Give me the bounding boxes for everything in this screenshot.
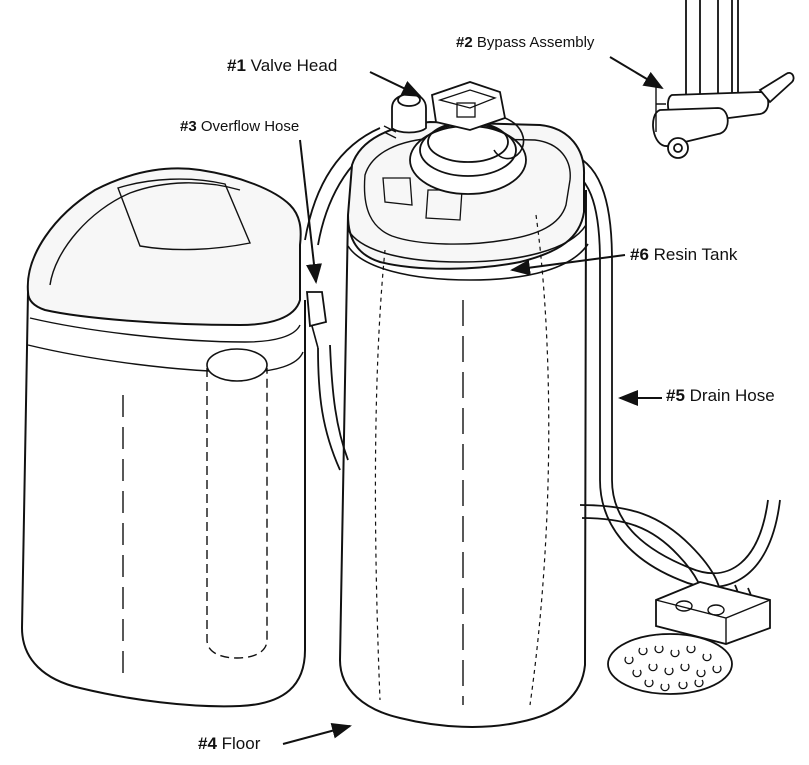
valve-cap xyxy=(391,93,427,134)
floor-drain-grate xyxy=(607,633,733,695)
drain-block xyxy=(655,581,771,645)
bypass-port xyxy=(667,137,689,159)
bypass-assembly xyxy=(652,0,795,159)
valve-head xyxy=(383,81,527,195)
valve-stubs xyxy=(383,125,397,139)
tank-band-1 xyxy=(347,224,587,263)
label-overflow-hose-text: Overflow Hose xyxy=(196,118,300,135)
label-resin-tank: #6 Resin Tank xyxy=(630,245,737,265)
label-floor: #4 Floor xyxy=(198,734,260,754)
cabinet-lid xyxy=(26,167,302,327)
bypass-handle xyxy=(758,72,795,104)
brine-cabinet xyxy=(20,167,327,708)
label-drain-hose-text: Drain Hose xyxy=(684,386,775,405)
label-drain-hose: #5 Drain Hose xyxy=(666,386,775,406)
drain-block-hole-1 xyxy=(675,600,693,612)
brine-well-top xyxy=(206,348,268,382)
cabinet-lid-edge xyxy=(29,317,301,343)
brine-line-outer xyxy=(304,127,381,241)
bypass-pipe-2 xyxy=(717,0,733,104)
cabinet-body xyxy=(20,291,306,708)
tank-body xyxy=(338,189,587,728)
tank-top-recess-left xyxy=(382,177,413,206)
label-floor-text: Floor xyxy=(216,734,261,753)
drain-hose-inner xyxy=(557,164,781,588)
arrow-floor xyxy=(282,722,352,745)
resin-tank xyxy=(338,120,589,728)
label-bypass-assembly: #2 Bypass Assembly xyxy=(456,34,594,51)
drain-block-hole-2 xyxy=(707,604,725,616)
floor-drain-holes xyxy=(624,645,722,692)
bypass-port-inner xyxy=(673,143,683,153)
valve-cable xyxy=(493,117,525,160)
drain-block-edge xyxy=(655,599,771,644)
label-floor-number: #4 xyxy=(198,734,217,753)
label-valve-head-number: #1 xyxy=(227,56,246,75)
bypass-lower-body xyxy=(652,107,729,147)
label-valve-head-text: Valve Head xyxy=(245,56,338,75)
brine-well-body xyxy=(206,368,268,659)
label-bypass-assembly-number: #2 xyxy=(456,34,473,51)
tank-inner-left xyxy=(374,249,386,701)
label-bypass-assembly-text: Bypass Assembly xyxy=(472,34,595,51)
overflow-tube-stub xyxy=(311,325,319,349)
callout-arrows xyxy=(282,56,664,745)
valve-gear xyxy=(456,102,476,118)
cabinet-lid-inner xyxy=(49,182,241,286)
arrow-valve-head xyxy=(369,71,422,97)
cabinet-lid-panel xyxy=(117,178,251,251)
floor-drain-area xyxy=(607,581,771,695)
tank-inner-right xyxy=(529,214,550,706)
label-overflow-hose-number: #3 xyxy=(180,118,197,135)
label-overflow-hose: #3 Overflow Hose xyxy=(180,118,299,135)
drain-hose-outer xyxy=(564,151,769,574)
arrow-resin-tank xyxy=(510,254,626,276)
label-drain-hose-number: #5 xyxy=(666,386,685,405)
label-resin-tank-number: #6 xyxy=(630,245,649,264)
overflow-elbow xyxy=(306,291,327,328)
bypass-bracket xyxy=(655,82,666,132)
valve-motor-face xyxy=(437,89,497,109)
overflow-hose-a xyxy=(317,347,341,471)
arrow-bypass-assembly xyxy=(609,56,664,90)
label-valve-head: #1 Valve Head xyxy=(227,56,337,76)
arrow-overflow-hose xyxy=(299,139,322,284)
label-resin-tank-text: Resin Tank xyxy=(648,245,738,264)
bypass-pipe-1 xyxy=(685,0,701,110)
